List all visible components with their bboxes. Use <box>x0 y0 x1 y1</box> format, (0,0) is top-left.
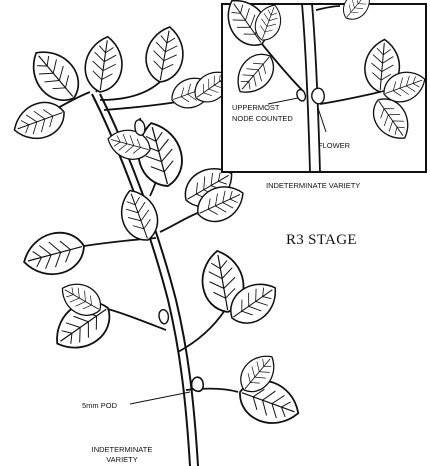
inset-caption: INDETERMINATE VARIETY <box>266 181 360 190</box>
stage-title: R3 STAGE <box>286 232 357 248</box>
flower-label: FLOWER <box>318 141 351 150</box>
pod-leader-line <box>130 392 190 404</box>
pod-label: 5mm POD <box>82 401 118 410</box>
leaf-cluster-lower-right <box>197 247 305 432</box>
uppermost-node-label-line1: UPPERMOST <box>232 103 280 112</box>
bottom-caption-line1: INDETERMINATE <box>92 445 153 454</box>
five-mm-pod <box>192 377 204 391</box>
bottom-caption-line2: VARIETY <box>106 455 138 464</box>
uppermost-node-label-line2: NODE COUNTED <box>232 114 293 123</box>
leaf-cluster-lower-left <box>46 276 120 360</box>
